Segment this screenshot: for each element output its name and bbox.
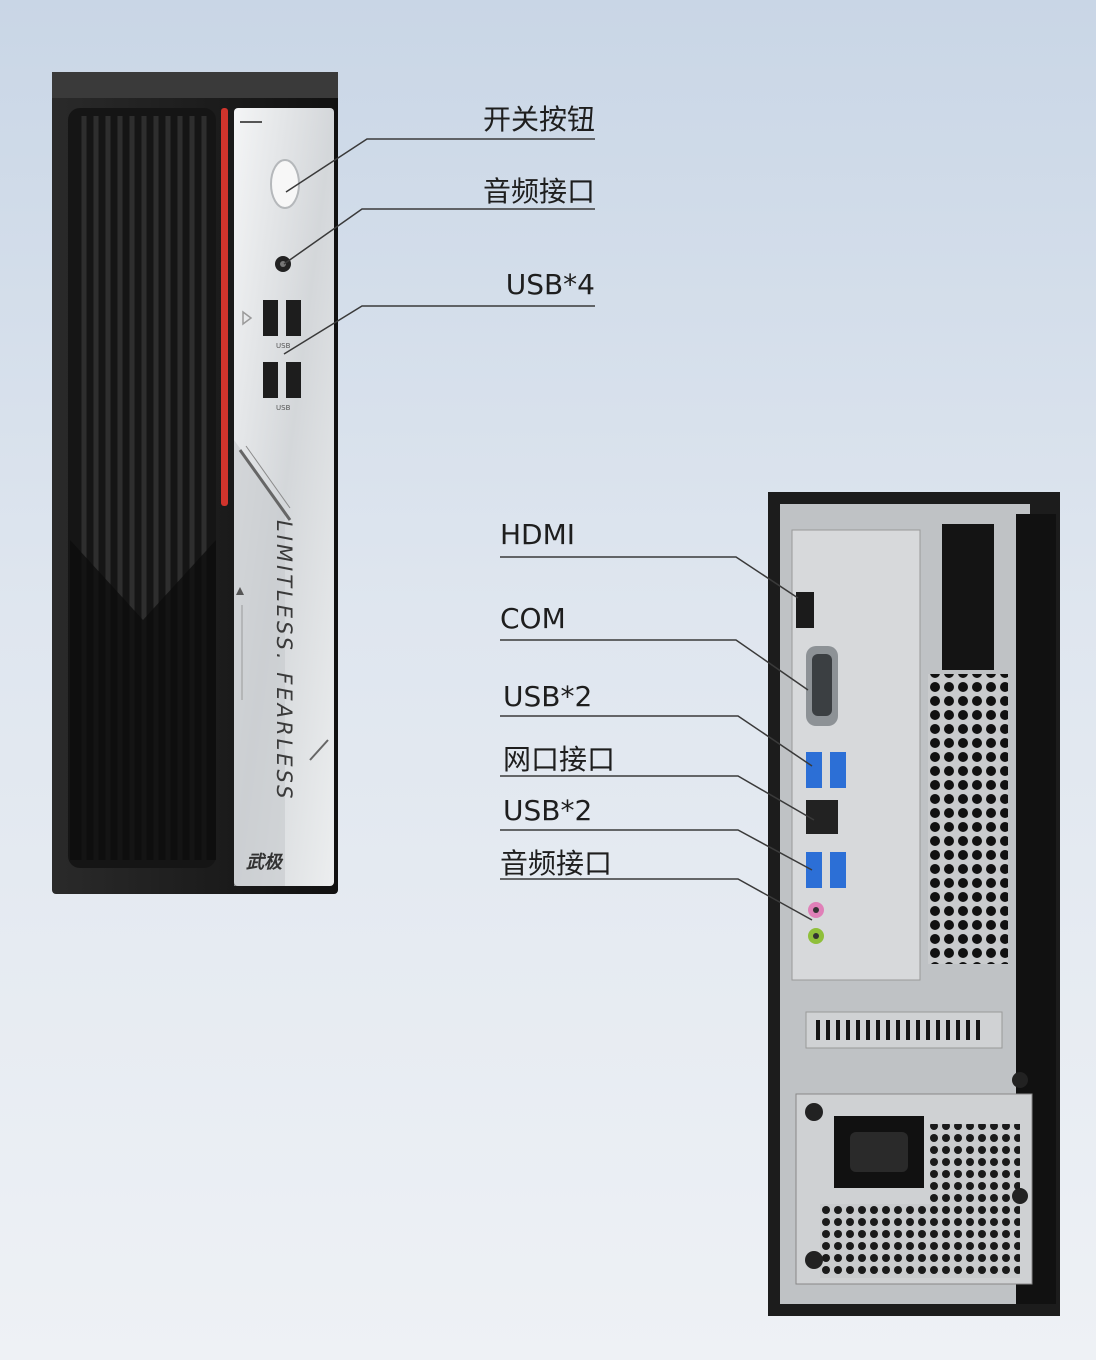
label-front-usb: USB*4 (505, 268, 595, 301)
label-usb-upper: USB*2 (503, 680, 593, 713)
slogan-text: LIMITLESS. FEARLESS (272, 520, 296, 802)
label-power-button: 开关按钮 (482, 103, 595, 136)
label-front-audio: 音频接口 (482, 175, 595, 208)
label-hdmi: HDMI (500, 518, 576, 551)
label-usb-lower: USB*2 (503, 794, 593, 827)
label-rear-audio: 音频接口 (500, 847, 613, 880)
rear-pc-illustration (768, 492, 1060, 1316)
front-pc-illustration (52, 72, 338, 894)
usb-tag-top: USB (276, 342, 291, 350)
label-lan: 网口接口 (503, 743, 616, 776)
label-com: COM (500, 602, 566, 635)
usb-tag-bottom: USB (276, 404, 291, 412)
brand-logo: 武极 (246, 852, 282, 873)
